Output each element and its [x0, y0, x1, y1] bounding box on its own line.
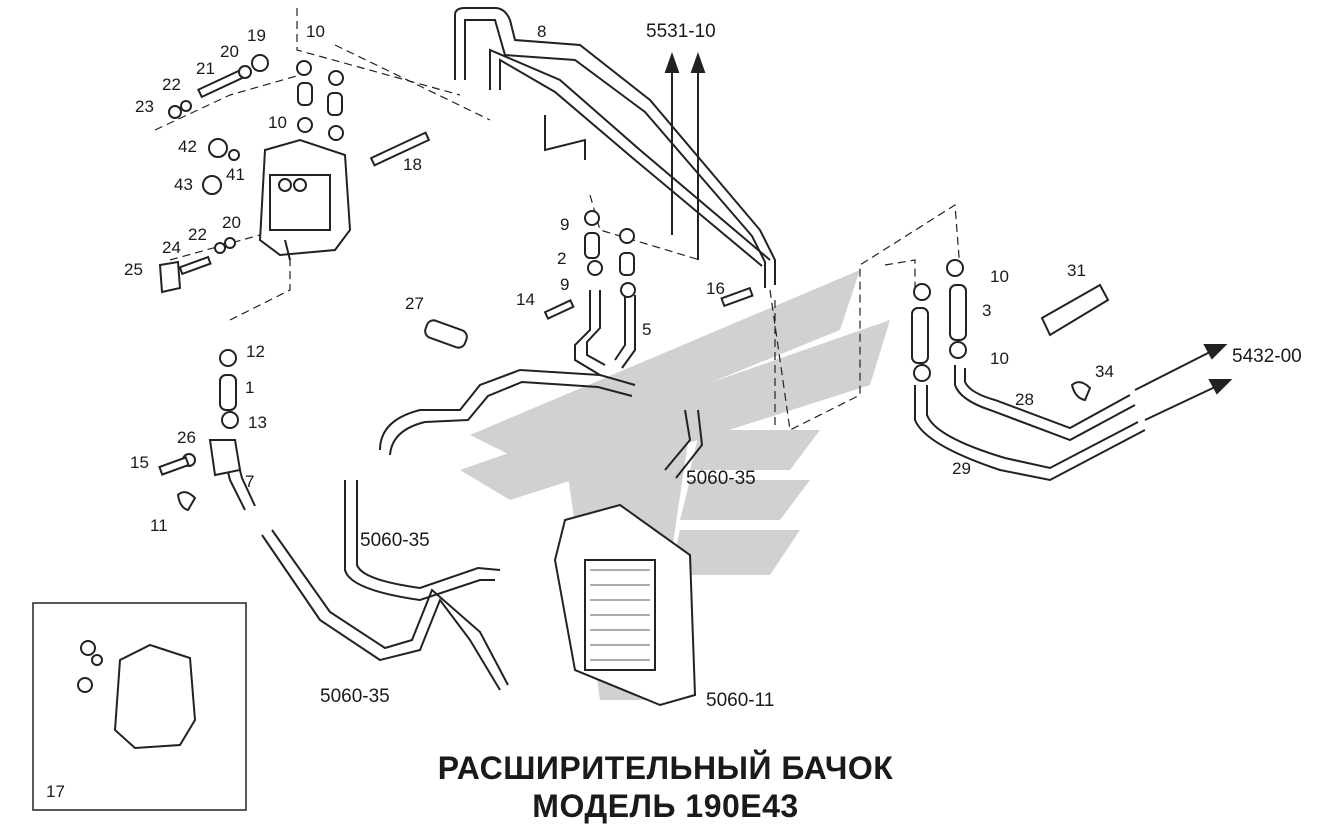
callout-43: 43	[174, 175, 193, 194]
callout-17: 17	[46, 782, 65, 801]
references: 5531-10 5432-00 5060-35 5060-35 5060-35 …	[320, 21, 1302, 711]
callout-25: 25	[124, 260, 143, 279]
callout-13: 13	[248, 413, 267, 432]
ref-5432-00: 5432-00	[1232, 346, 1302, 367]
callout-22: 22	[188, 225, 207, 244]
expansion-tank	[258, 138, 352, 261]
callout-29: 29	[952, 459, 971, 478]
callout-23: 23	[135, 97, 154, 116]
callout-41: 41	[226, 165, 245, 184]
callout-28: 28	[1015, 390, 1034, 409]
callout-34: 34	[1095, 362, 1114, 381]
callout-11: 11	[150, 516, 168, 535]
callout-15: 15	[130, 453, 149, 472]
callout-5: 5	[642, 320, 651, 339]
callout-9: 9	[560, 215, 569, 234]
callout-12: 12	[246, 342, 265, 361]
callout-8: 8	[537, 22, 546, 41]
pipes-28-29	[914, 365, 1146, 482]
inset-tank	[77, 640, 197, 750]
callout-19: 19	[247, 26, 266, 45]
callout-24: 24	[162, 238, 181, 257]
small-parts	[158, 54, 1110, 512]
inset-frame	[32, 602, 247, 811]
callout-7: 7	[245, 472, 254, 491]
callout-18: 18	[403, 155, 422, 174]
callout-16: 16	[706, 279, 725, 298]
callout-3: 3	[982, 301, 991, 320]
callout-27: 27	[405, 294, 424, 313]
diagram-title: РАСШИРИТЕЛЬНЫЙ БАЧОК	[437, 750, 894, 786]
pipe-8	[454, 7, 776, 288]
arrows	[664, 51, 1233, 421]
ref-5060-11: 5060-11	[706, 690, 774, 711]
callout-31: 31	[1067, 261, 1086, 280]
radiator	[553, 503, 697, 707]
ref-5060-35: 5060-35	[686, 468, 756, 489]
diagram-subtitle: МОДЕЛЬ 190Е43	[532, 788, 799, 824]
ref-5060-35: 5060-35	[320, 686, 390, 707]
callout-20: 20	[222, 213, 241, 232]
ref-5060-35: 5060-35	[360, 530, 430, 551]
pipe-5	[574, 290, 636, 376]
callout-10: 10	[306, 22, 325, 41]
ref-5531-10: 5531-10	[646, 21, 716, 42]
callout-1: 1	[245, 378, 254, 397]
callout-20: 20	[220, 42, 239, 61]
callout-2: 2	[557, 249, 566, 268]
callout-42: 42	[178, 137, 197, 156]
callout-26: 26	[177, 428, 196, 447]
callout-21: 21	[196, 59, 215, 78]
callout-10: 10	[990, 267, 1009, 286]
callout-10: 10	[268, 113, 287, 132]
callout-14: 14	[516, 290, 535, 309]
callout-10: 10	[990, 349, 1009, 368]
callout-9: 9	[560, 275, 569, 294]
callouts: 8 10 10 19 20 21 22 23 42 41 43 20 22 24…	[46, 22, 1114, 801]
hoses	[219, 368, 704, 691]
callout-22: 22	[162, 75, 181, 94]
